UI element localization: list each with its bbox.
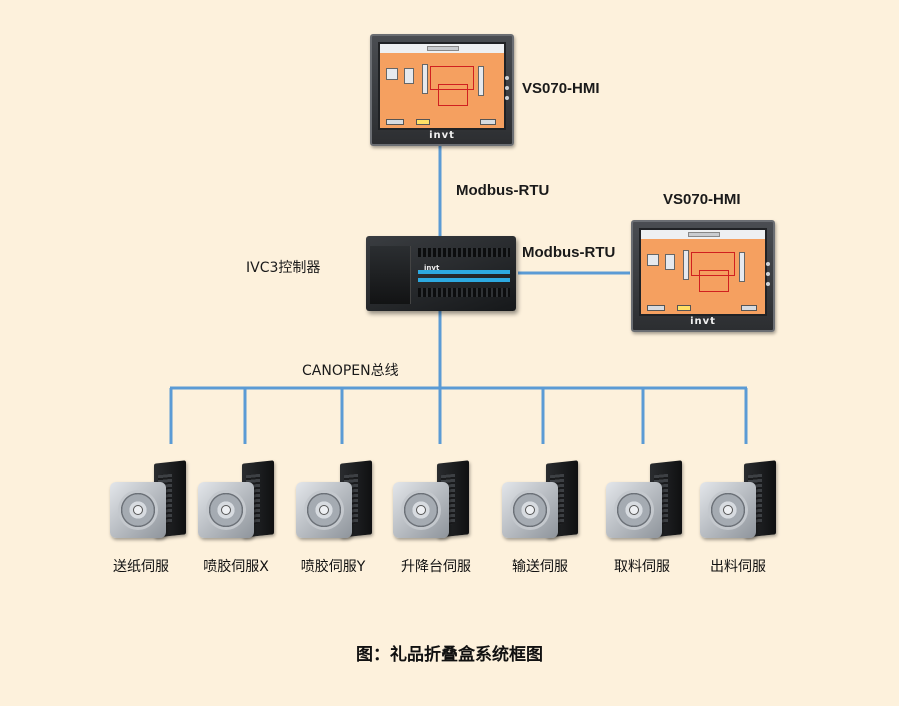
hmi-screen [639, 228, 767, 316]
servo-label-5: 输送伺服 [512, 559, 568, 575]
hmi-brand-logo: invt [429, 130, 455, 141]
figure-caption: 图：礼品折叠盒系统框图 [356, 645, 543, 665]
servo-label-4: 升降台伺服 [401, 559, 471, 575]
servo-motor-6 [606, 460, 686, 544]
servo-label-2: 喷胶伺服X [203, 559, 269, 575]
servo-motor-1 [110, 460, 190, 544]
hmi-screen [378, 42, 506, 130]
link-top-label: Modbus-RTU [456, 182, 550, 199]
hmi-right-label: VS070-HMI [663, 191, 741, 208]
servo-label-6: 取料伺服 [614, 559, 670, 575]
hmi-panel-right: invt [631, 220, 775, 332]
hmi-panel-top: invt [370, 34, 514, 146]
controller-label: IVC3控制器 [246, 260, 321, 276]
servo-motor-5 [502, 460, 582, 544]
ivc3-controller: invt [366, 236, 516, 311]
link-right-label: Modbus-RTU [522, 244, 616, 261]
plc-brand-logo: invt [424, 264, 440, 272]
servo-motor-4 [393, 460, 473, 544]
servo-label-3: 喷胶伺服Y [300, 559, 366, 575]
servo-motor-7 [700, 460, 780, 544]
hmi-top-label: VS070-HMI [522, 80, 600, 97]
servo-motor-2 [198, 460, 278, 544]
servo-label-1: 送纸伺服 [113, 559, 169, 575]
bus-label: CANOPEN总线 [302, 363, 399, 379]
servo-motor-3 [296, 460, 376, 544]
servo-label-7: 出料伺服 [710, 559, 766, 575]
hmi-brand-logo: invt [690, 316, 716, 327]
